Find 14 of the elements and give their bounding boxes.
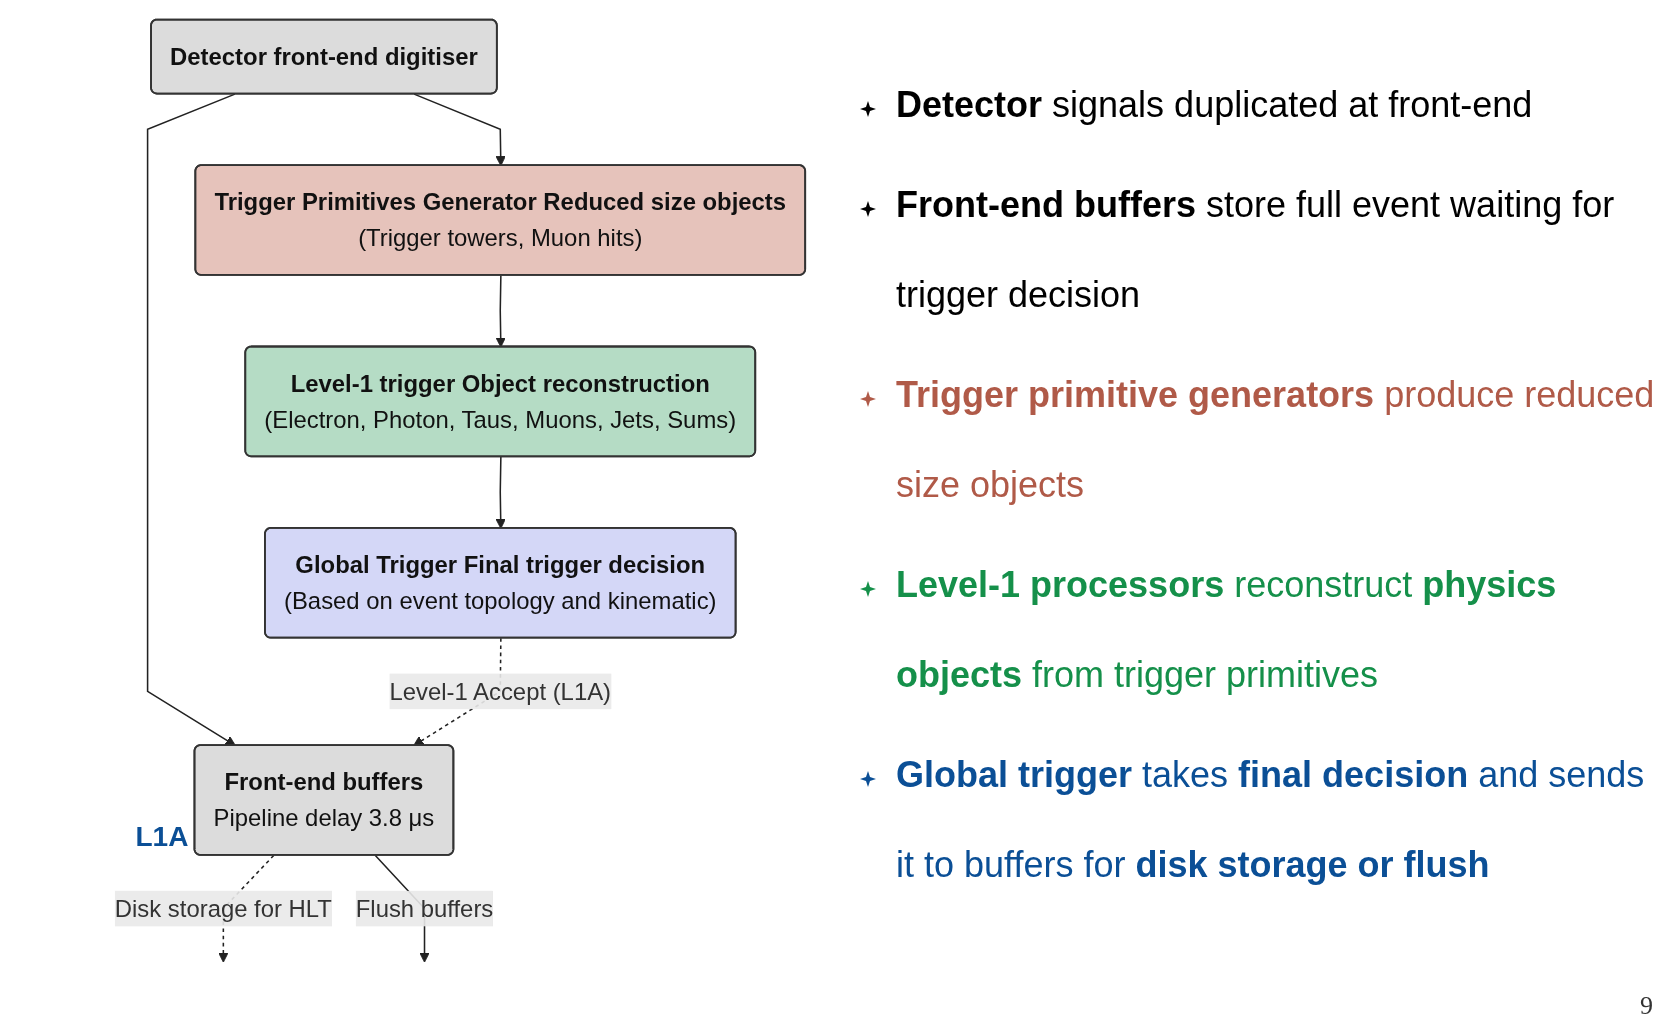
arrow [146,93,236,747]
edge-label: Disk storage for HLT [114,895,332,922]
arrow [495,456,506,529]
bullet-text: Trigger primitive generators produce reduced size objects [896,373,1656,507]
bullet-text: Front-end buffers store full event waiting for trigger decision [896,183,1616,317]
page-number: 9 [1640,991,1653,1021]
edge-label: Level-1 Accept (L1A) [389,678,612,705]
edge-label: Flush buffers [355,895,494,922]
node-caption: L1A [135,820,189,853]
bullet-text: Detector signals duplicated at front-end [896,83,1533,127]
bullet-text: Global trigger takes final decision and sends it to buffers for disk storage or flush [896,753,1646,887]
bullet-text: Level-1 processors reconstruct physics objects from trigger primitives [896,563,1558,697]
arrow [413,93,506,167]
arrow [495,274,506,348]
